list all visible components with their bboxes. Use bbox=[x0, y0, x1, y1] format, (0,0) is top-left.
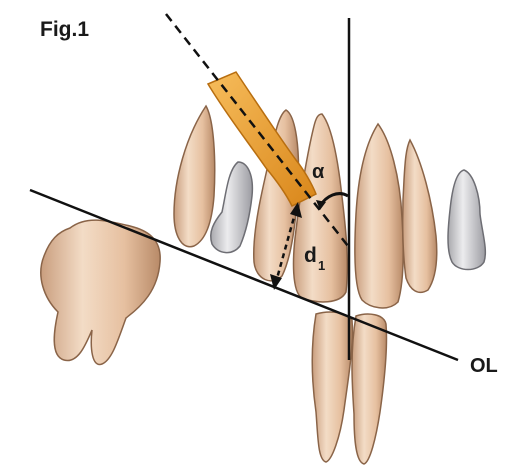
distance-subscript: 1 bbox=[318, 258, 325, 273]
lower-tooth-left bbox=[312, 312, 352, 462]
distance-label: d bbox=[304, 244, 317, 267]
gray-tooth-right bbox=[448, 170, 485, 270]
lower-tooth-right bbox=[352, 314, 387, 464]
gray-tooth-left bbox=[211, 162, 253, 253]
premolar-tooth-upper bbox=[174, 106, 215, 247]
upper-tooth-far-right bbox=[403, 140, 437, 292]
upper-tooth-right bbox=[355, 124, 403, 308]
molar-tooth bbox=[41, 220, 160, 364]
angle-label: α bbox=[312, 161, 325, 183]
occlusal-line-label: OL bbox=[470, 355, 498, 377]
